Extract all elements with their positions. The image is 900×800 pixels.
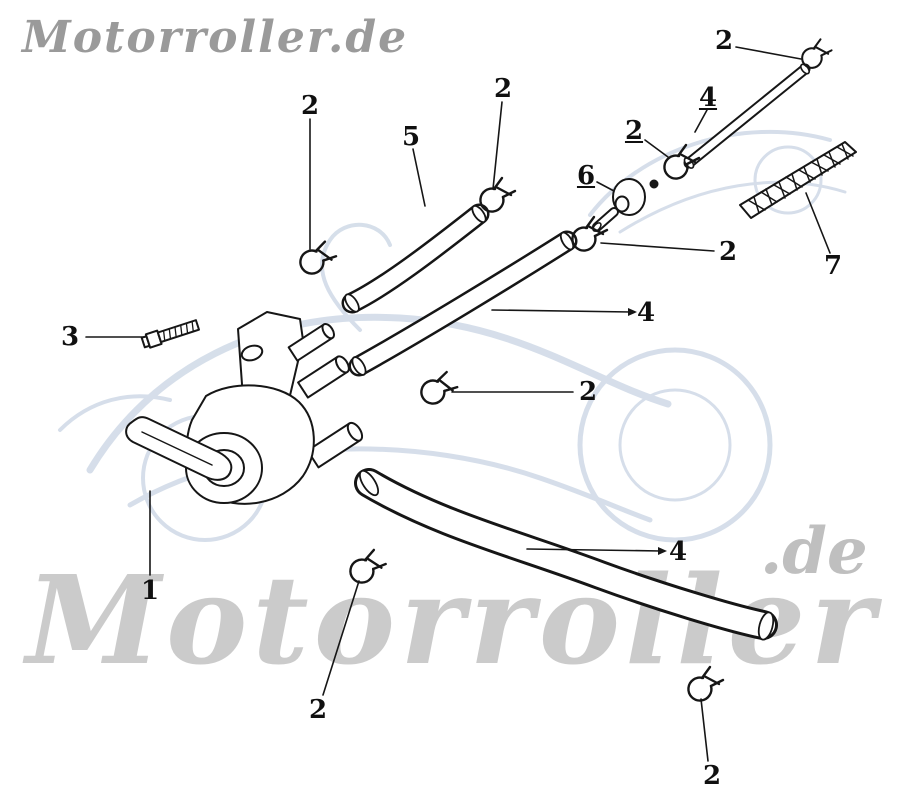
callout-4-top-right: 4	[698, 83, 718, 113]
hose-clamps	[297, 38, 833, 702]
leader-line	[694, 109, 708, 133]
petcock-drawing	[125, 311, 364, 505]
callout-2-bottom-right: 2	[702, 761, 722, 791]
outlet-pipe	[306, 421, 364, 469]
leader-line	[735, 46, 802, 60]
callout-6: 6	[576, 161, 596, 191]
leader-line	[600, 242, 715, 252]
grommet-6	[592, 178, 659, 232]
callout-4-lower: 4	[668, 537, 688, 567]
leader-line	[700, 698, 709, 762]
callout-3: 3	[60, 322, 80, 352]
leader-lines	[85, 46, 831, 762]
leader-line	[805, 192, 831, 254]
outlet-pipe	[287, 322, 335, 362]
callout-2-right: 2	[718, 237, 738, 267]
callout-2-upper-left: 2	[300, 91, 320, 121]
callout-2-middle: 2	[578, 377, 598, 407]
fuel-hose-4-upper	[348, 230, 578, 377]
callout-2-top-mid: 2	[493, 74, 513, 104]
callout-7: 7	[823, 251, 843, 281]
callout-2-upper-right: 2	[624, 116, 644, 146]
bolt-drawing	[140, 319, 201, 349]
leader-line	[492, 101, 503, 190]
callout-2-top-right: 2	[714, 26, 734, 56]
site-logo: Motorroller.de	[22, 12, 409, 63]
callout-4-middle: 4	[636, 298, 656, 328]
leader-arrowhead	[658, 547, 667, 555]
fuel-hose-5	[341, 203, 490, 314]
callout-5: 5	[401, 122, 421, 152]
vent-tube-4	[683, 63, 811, 169]
leader-line	[322, 580, 360, 696]
outlet-pipe	[297, 355, 350, 399]
leader-line	[491, 309, 632, 313]
heat-shield-strip-7	[739, 141, 857, 219]
callout-1: 1	[140, 576, 160, 606]
leader-line	[412, 148, 426, 207]
fuel-hose-4-main	[354, 468, 778, 641]
leader-line	[596, 181, 615, 192]
leader-line	[526, 548, 662, 552]
leader-line	[644, 139, 669, 158]
leader-arrowhead	[628, 308, 637, 316]
callout-2-bottom-left: 2	[308, 695, 328, 725]
watermark-de-suffix: .de	[760, 514, 868, 589]
